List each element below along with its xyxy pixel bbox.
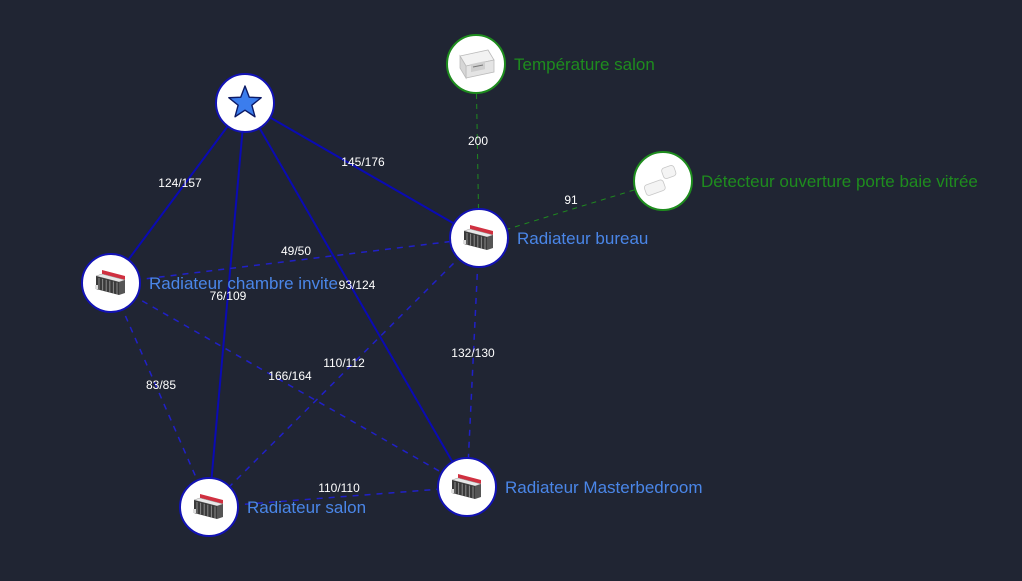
radiator-module-icon	[193, 494, 224, 519]
link-quality-label: 76/109	[210, 289, 247, 303]
link-quality-label: 110/112	[323, 356, 365, 370]
node-coordinator[interactable]	[215, 73, 275, 133]
node-detecteur[interactable]: Détecteur ouverture porte baie vitrée	[633, 151, 978, 211]
node-rad-chambre[interactable]: Radiateur chambre invite	[81, 253, 338, 313]
link-quality-label: 166/164	[268, 369, 312, 383]
link-rad_chambre-rad_salon	[110, 282, 210, 508]
node-temp-salon[interactable]: Température salon	[446, 34, 655, 94]
link-coordinator-rad_chambre	[110, 102, 246, 284]
node-rad-salon[interactable]: Radiateur salon	[179, 477, 366, 537]
node-label: Radiateur Masterbedroom	[505, 478, 702, 497]
link-rad_bureau-rad_salon	[208, 237, 480, 508]
node-rad-master[interactable]: Radiateur Masterbedroom	[437, 457, 702, 517]
node-label: Radiateur bureau	[517, 229, 648, 248]
link-coordinator-rad_bureau	[244, 102, 480, 239]
node-label: Détecteur ouverture porte baie vitrée	[701, 172, 978, 191]
star-icon	[228, 85, 262, 118]
temperature-sensor-icon	[459, 49, 495, 80]
link-quality-label: 91	[564, 193, 578, 207]
node-rad-bureau[interactable]: Radiateur bureau	[449, 208, 648, 268]
network-links	[110, 63, 664, 508]
link-quality-label: 49/50	[281, 244, 311, 258]
node-label: Radiateur chambre invite	[149, 274, 338, 293]
radiator-module-icon	[463, 225, 494, 250]
link-detecteur-rad_bureau	[478, 180, 664, 239]
link-coordinator-rad_master	[244, 102, 468, 488]
link-rad_bureau-rad_master	[466, 237, 480, 488]
radiator-module-icon	[451, 474, 482, 499]
link-quality-label: 83/85	[146, 378, 176, 392]
link-quality-label: 145/176	[341, 155, 385, 169]
node-label: Température salon	[514, 55, 655, 74]
link-quality-label: 93/124	[339, 278, 376, 292]
radiator-module-icon	[95, 270, 126, 295]
link-quality-label: 110/110	[318, 481, 360, 495]
node-label: Radiateur salon	[247, 498, 366, 517]
link-quality-label: 200	[468, 134, 488, 148]
door-sensor-icon	[643, 165, 677, 196]
link-rad_chambre-rad_master	[110, 282, 468, 488]
link-quality-label: 132/130	[451, 346, 495, 360]
link-rad_chambre-rad_bureau	[110, 237, 480, 284]
link-coordinator-rad_salon	[208, 102, 246, 508]
link-quality-label: 124/157	[158, 176, 202, 190]
link-quality-labels: 124/157 145/176 76/109 93/124 200 91 49/50 132/…	[146, 134, 578, 495]
